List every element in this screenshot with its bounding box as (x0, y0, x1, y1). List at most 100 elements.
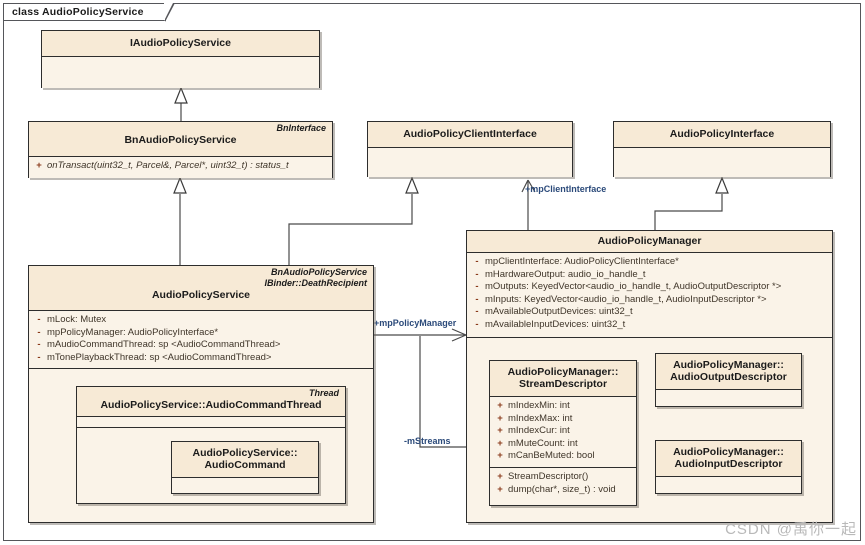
operation-signature: StreamDescriptor() (508, 471, 589, 482)
class-audiopolicyinterface[interactable]: AudioPolicyInterface (613, 121, 831, 177)
class-header-streamdescriptor: AudioPolicyManager:: StreamDescriptor (490, 361, 636, 397)
class-bnaudiopolicyservice[interactable]: BnInterface BnAudioPolicyService + onTra… (28, 121, 333, 178)
class-name-iaudiopolicyservice: IAudioPolicyService (130, 37, 231, 49)
class-attributes-audiopolicyservice: - mLock: Mutex - mpPolicyManager: AudioP… (29, 311, 373, 368)
class-audioinputdescriptor[interactable]: AudioPolicyManager:: AudioInputDescripto… (655, 440, 802, 494)
visibility-marker: + (36, 160, 42, 171)
class-header-audiopolicyinterface: AudioPolicyInterface (614, 122, 830, 148)
class-name-audioinputdescriptor-line1: AudioPolicyManager:: (673, 446, 784, 458)
connector-label-mppolicymanager: +mpPolicyManager (374, 318, 457, 328)
visibility-marker: - (475, 293, 479, 305)
attribute-text: mpPolicyManager: AudioPolicyInterface* (47, 326, 219, 338)
operation-signature: onTransact(uint32_t, Parcel&, Parcel*, u… (47, 160, 289, 171)
connector-label-mstreams: -mStreams (404, 436, 451, 446)
attribute-row: + mIndexCur: int (492, 425, 634, 438)
visibility-marker: + (497, 400, 503, 411)
attribute-row: - mAvailableInputDevices: uint32_t (469, 319, 830, 332)
class-name-audiopolicyclientinterface: AudioPolicyClientInterface (403, 128, 537, 140)
visibility-marker: + (497, 471, 503, 482)
class-header-audiocommandthread: Thread AudioPolicyService::AudioCommandT… (77, 387, 345, 417)
class-stereotype-bnaudiopolicyservice: BnInterface (276, 123, 326, 133)
class-attributes-streamdescriptor: + mIndexMin: int + mIndexMax: int + mInd… (490, 397, 636, 467)
class-nested-compartment-audiopolicymanager: AudioPolicyManager:: StreamDescriptor + … (467, 337, 832, 522)
class-body-audiopolicyclientinterface (368, 148, 572, 177)
attribute-text: mCanBeMuted: bool (508, 450, 595, 461)
class-operations-streamdescriptor: + StreamDescriptor() + dump(char*, size_… (490, 467, 636, 505)
class-nested-compartment-audiopolicyservice: Thread AudioPolicyService::AudioCommandT… (29, 368, 373, 522)
class-body-audiocommand (172, 478, 318, 493)
visibility-marker: + (497, 483, 503, 495)
attribute-row: - mOutputs: KeyedVector<audio_io_handle_… (469, 281, 830, 294)
class-audiopolicymanager[interactable]: AudioPolicyManager - mpClientInterface: … (466, 230, 833, 523)
diagram-title-text: class AudioPolicyService (12, 6, 144, 18)
class-body-iaudiopolicyservice (42, 57, 319, 88)
class-audiocommand[interactable]: AudioPolicyService:: AudioCommand (171, 441, 319, 494)
attribute-text: mpClientInterface: AudioPolicyClientInte… (485, 256, 679, 267)
class-name-audiopolicyservice: AudioPolicyService (151, 289, 251, 301)
visibility-marker: + (497, 412, 503, 424)
visibility-marker: - (37, 351, 41, 363)
attribute-text: mInputs: KeyedVector<audio_io_handle_t, … (485, 293, 767, 305)
attribute-row: - mLock: Mutex (31, 314, 371, 327)
visibility-marker: - (475, 268, 479, 280)
attribute-row: + mMuteCount: int (492, 438, 634, 451)
class-name-audiocommandthread: AudioPolicyService::AudioCommandThread (100, 399, 322, 411)
attribute-row: + mCanBeMuted: bool (492, 450, 634, 463)
class-name-streamdescriptor-line1: AudioPolicyManager:: (507, 366, 619, 378)
visibility-marker: - (475, 256, 479, 267)
attribute-row: - mHardwareOutput: audio_io_handle_t (469, 269, 830, 282)
watermark-text: CSDN @禹你一起 (725, 521, 857, 538)
attribute-row: - mpClientInterface: AudioPolicyClientIn… (469, 256, 830, 269)
class-header-bnaudiopolicyservice: BnInterface BnAudioPolicyService (29, 122, 332, 157)
attribute-text: mAvailableInputDevices: uint32_t (485, 318, 626, 330)
class-name-audiooutputdescriptor-line2: AudioOutputDescriptor (670, 371, 787, 383)
class-name-streamdescriptor-line2: StreamDescriptor (518, 378, 608, 390)
attribute-text: mIndexCur: int (508, 425, 570, 436)
class-attributes-audiopolicymanager: - mpClientInterface: AudioPolicyClientIn… (467, 253, 832, 337)
class-audiooutputdescriptor[interactable]: AudioPolicyManager:: AudioOutputDescript… (655, 353, 802, 407)
class-name-audiooutputdescriptor-line1: AudioPolicyManager:: (673, 359, 784, 371)
class-header-audiopolicyclientinterface: AudioPolicyClientInterface (368, 122, 572, 148)
class-audiopolicyservice[interactable]: BnAudioPolicyService IBinder::DeathRecip… (28, 265, 374, 523)
visibility-marker: + (497, 450, 503, 461)
attribute-text: mLock: Mutex (47, 314, 107, 325)
connector-label-mpclientinterface: +mpClientInterface (525, 184, 607, 194)
operation-row: + StreamDescriptor() (492, 471, 634, 484)
attribute-text: mIndexMin: int (508, 400, 570, 411)
visibility-marker: - (475, 318, 479, 330)
class-audiocommandthread[interactable]: Thread AudioPolicyService::AudioCommandT… (76, 386, 346, 504)
class-body-audioinputdescriptor (656, 477, 801, 493)
class-header-audiocommand: AudioPolicyService:: AudioCommand (172, 442, 318, 478)
class-nested-compartment-audiocommandthread: AudioPolicyService:: AudioCommand (77, 427, 345, 503)
attribute-row: - mAudioCommandThread: sp <AudioCommandT… (31, 339, 371, 352)
attribute-text: mAudioCommandThread: sp <AudioCommandThr… (47, 339, 281, 350)
operation-signature: dump(char*, size_t) : void (508, 483, 616, 495)
class-iaudiopolicyservice[interactable]: IAudioPolicyService (41, 30, 320, 88)
diagram-title-tab: class AudioPolicyService (3, 3, 175, 22)
class-audiopolicyclientinterface[interactable]: AudioPolicyClientInterface (367, 121, 573, 177)
visibility-marker: - (37, 339, 41, 350)
class-header-audiopolicyservice: BnAudioPolicyService IBinder::DeathRecip… (29, 266, 373, 311)
attribute-text: mTonePlaybackThread: sp <AudioCommandThr… (47, 351, 272, 363)
visibility-marker: - (37, 314, 41, 325)
visibility-marker: + (497, 437, 503, 449)
class-name-audiocommand-line1: AudioPolicyService:: (192, 447, 298, 459)
visibility-marker: - (475, 281, 479, 292)
attribute-row: - mpPolicyManager: AudioPolicyInterface* (31, 327, 371, 340)
class-streamdescriptor[interactable]: AudioPolicyManager:: StreamDescriptor + … (489, 360, 637, 506)
attribute-text: mMuteCount: int (508, 437, 578, 449)
visibility-marker: - (37, 326, 41, 338)
class-stereotype-audiopolicyservice-1: BnAudioPolicyService (270, 267, 367, 277)
visibility-marker: - (475, 306, 479, 317)
attribute-text: mOutputs: KeyedVector<audio_io_handle_t,… (485, 281, 782, 292)
class-name-bnaudiopolicyservice: BnAudioPolicyService (124, 134, 237, 146)
attribute-text: mHardwareOutput: audio_io_handle_t (485, 268, 646, 280)
class-name-audiocommand-line2: AudioCommand (204, 459, 286, 471)
attribute-row: - mInputs: KeyedVector<audio_io_handle_t… (469, 294, 830, 307)
class-header-iaudiopolicyservice: IAudioPolicyService (42, 31, 319, 57)
class-header-audiopolicymanager: AudioPolicyManager (467, 231, 832, 253)
class-body-audiooutputdescriptor (656, 390, 801, 406)
class-header-audioinputdescriptor: AudioPolicyManager:: AudioInputDescripto… (656, 441, 801, 477)
class-stereotype-audiopolicyservice-2: IBinder::DeathRecipient (264, 278, 367, 288)
